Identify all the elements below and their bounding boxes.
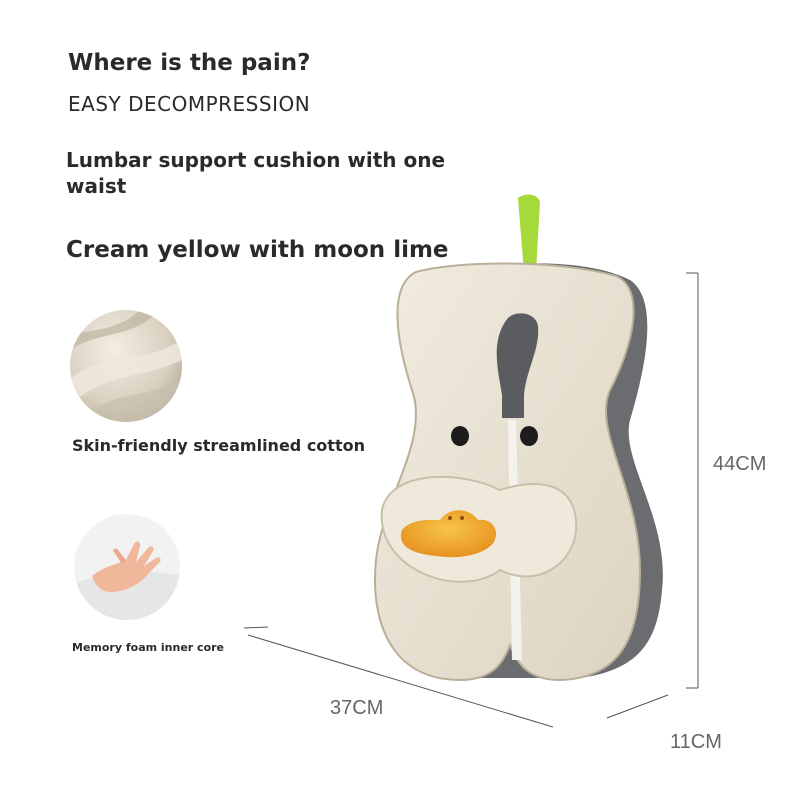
color-option-label: Cream yellow with moon lime (66, 237, 449, 263)
lumbar-cushion-image (340, 190, 680, 690)
cotton-fabric-icon (70, 310, 182, 422)
width-dimension: 37CM (330, 697, 384, 719)
product-description: Lumbar support cushion with one waist (66, 148, 446, 198)
right-eye-icon (520, 426, 538, 446)
height-dimension: 44CM (713, 453, 767, 475)
lime-tab-icon (518, 194, 540, 272)
left-eye-icon (451, 426, 469, 446)
feature-label-cotton: Skin-friendly streamlined cotton (72, 436, 365, 455)
depth-dimension: 11CM (670, 731, 722, 753)
headline: Where is the pain? (68, 50, 311, 76)
duck-beak-icon (400, 510, 497, 558)
feature-label-memory-foam: Memory foam inner core (72, 641, 225, 654)
hand-press-foam-icon (74, 514, 180, 620)
subheadline: EASY DECOMPRESSION (68, 92, 311, 116)
